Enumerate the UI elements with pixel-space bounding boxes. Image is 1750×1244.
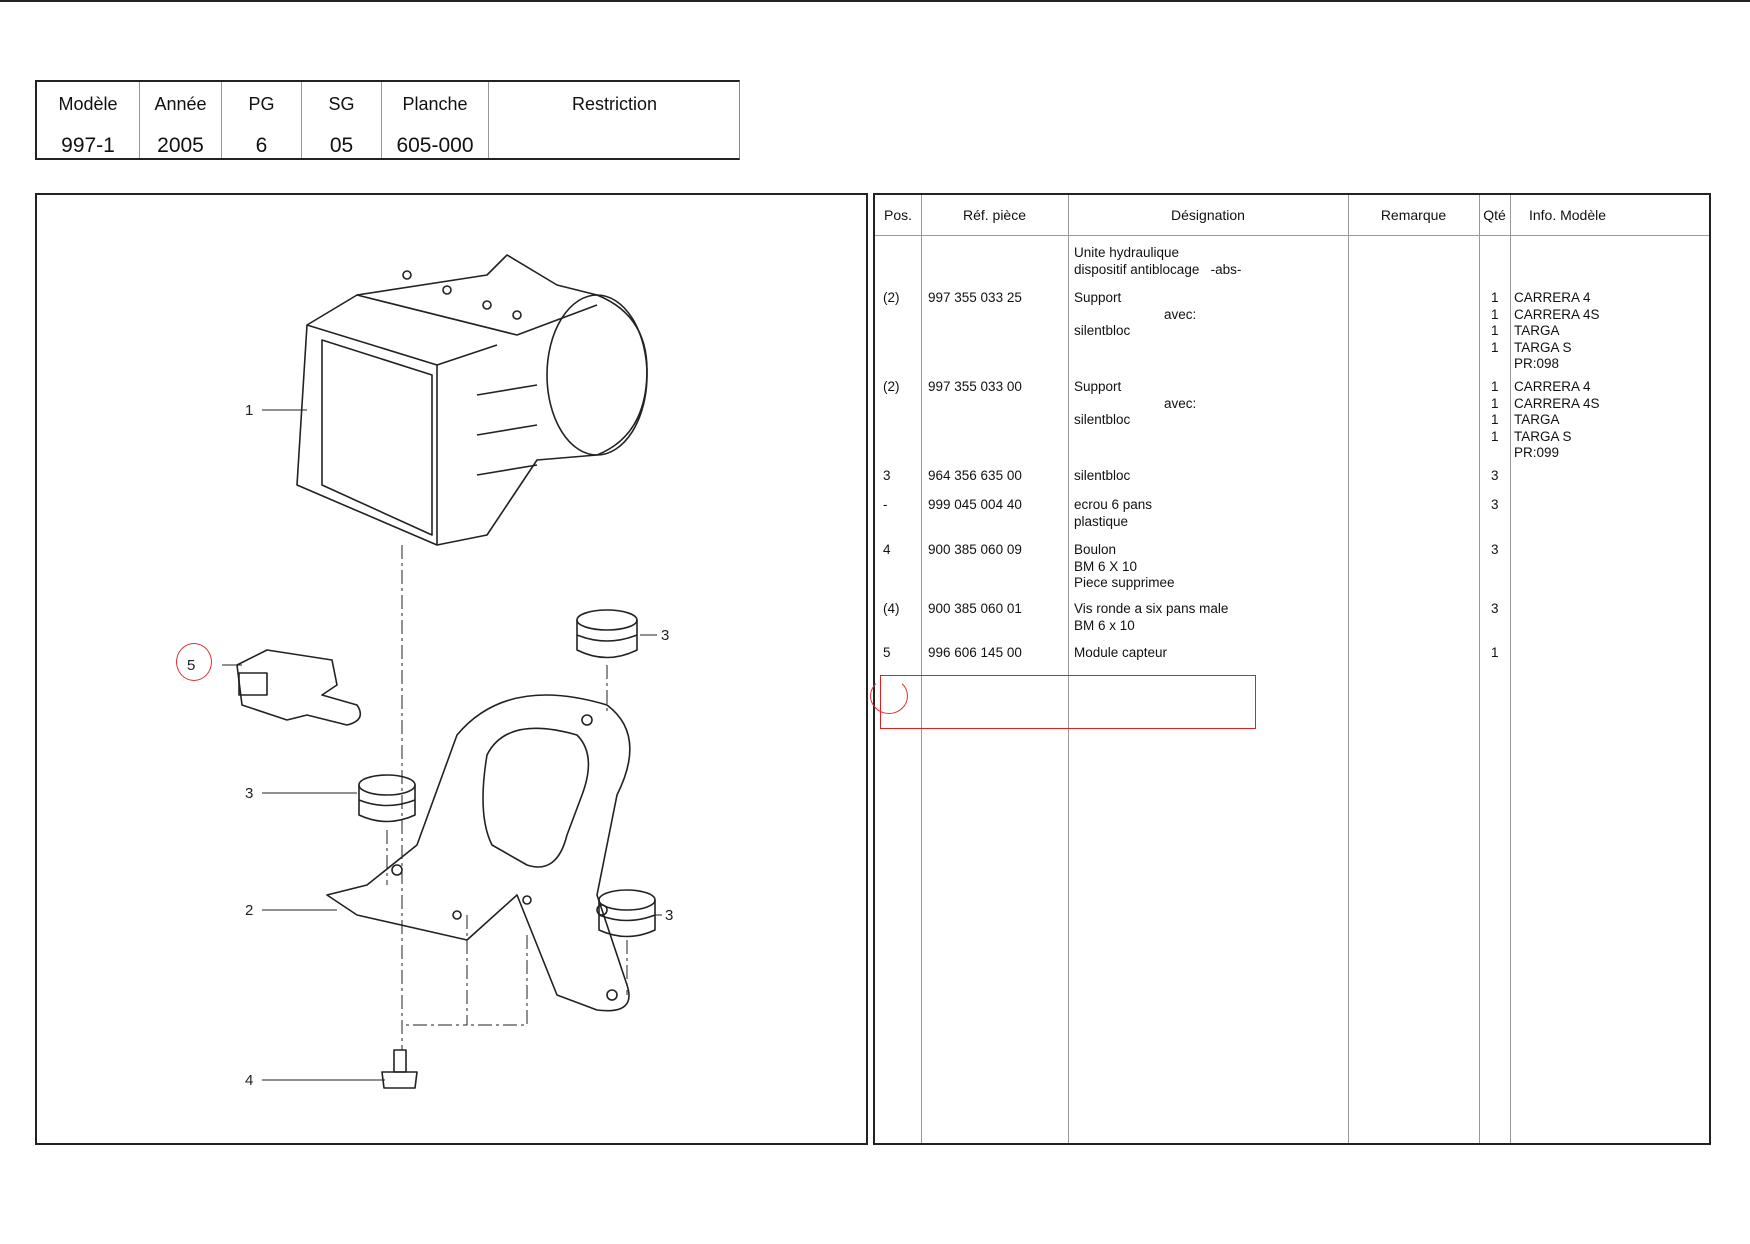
cell-qty: 1 xyxy=(1491,645,1499,660)
column-divider xyxy=(1068,195,1069,1143)
header-value: 05 xyxy=(329,134,354,157)
parts-table: Pos. Réf. pièce Désignation Remarque Qté Info… xyxy=(873,193,1711,1145)
header-divider xyxy=(875,235,1709,236)
abs-hydraulic-unit xyxy=(296,254,648,546)
highlight-box-row-5 xyxy=(880,675,1256,729)
header-col-0: Modèle 997-1 xyxy=(37,82,140,158)
cell-qty: 3 xyxy=(1491,542,1499,557)
header-col-3: SG 05 xyxy=(302,82,382,158)
column-divider xyxy=(1348,195,1349,1143)
scan-top-edge xyxy=(0,0,1750,2)
cell-designation: silentbloc xyxy=(1074,468,1131,483)
callout-3b: 3 xyxy=(245,785,253,802)
silentbloc-left xyxy=(358,774,416,823)
cell-qty: 1 1 1 1 xyxy=(1491,290,1499,355)
column-divider xyxy=(921,195,922,1143)
column-divider xyxy=(1510,195,1511,1143)
header-label: PG xyxy=(248,94,275,114)
exploded-diagram: 1 2 3 3 3 4 5 xyxy=(187,254,673,1089)
sensor-module xyxy=(236,649,362,726)
header-label: Année xyxy=(154,94,207,114)
cell-ref: 900 385 060 09 xyxy=(928,542,1022,557)
cell-ref: 997 355 033 25 xyxy=(928,290,1022,305)
header-value: 6 xyxy=(255,134,268,157)
header-col-4: Planche 605-000 xyxy=(382,82,489,158)
cell-designation: Module capteur xyxy=(1074,645,1168,660)
cell-pos: 5 xyxy=(883,645,891,660)
cell-pos: - xyxy=(883,497,888,512)
header-table: Modèle 997-1 Année 2005 PG 6 SG 05 Planche 605-00… xyxy=(35,80,740,160)
callout-3a: 3 xyxy=(661,627,669,644)
highlight-circle-pos-5 xyxy=(870,678,908,714)
highlight-circle-diagram xyxy=(176,643,212,681)
header-col-1: Année 2005 xyxy=(140,82,222,158)
column-header: Info. Modèle xyxy=(1528,207,1607,223)
cell-info: CARRERA 4 CARRERA 4S TARGA TARGA S PR:09… xyxy=(1514,290,1600,371)
cell-qty: 1 1 1 1 xyxy=(1491,379,1499,444)
cell-designation: ecrou 6 pans plastique xyxy=(1074,497,1153,529)
header-col-2: PG 6 xyxy=(222,82,302,158)
header-value: 605-000 xyxy=(396,134,474,157)
callout-3c: 3 xyxy=(665,907,673,924)
callout-1: 1 xyxy=(245,402,253,419)
cell-designation: Vis ronde a six pans male BM 6 x 10 xyxy=(1074,601,1229,633)
support-bracket xyxy=(326,694,631,1012)
cell-designation: Support avec: silentbloc xyxy=(1074,379,1197,427)
cell-ref: 996 606 145 00 xyxy=(928,645,1022,660)
cell-pos: (2) xyxy=(883,290,900,305)
cell-ref: 997 355 033 00 xyxy=(928,379,1022,394)
column-header: Pos. xyxy=(883,207,912,223)
column-header: Qté xyxy=(1483,207,1506,223)
cell-designation: Support avec: silentbloc xyxy=(1074,290,1197,338)
cell-qty: 3 xyxy=(1491,468,1499,483)
cell-pos: 3 xyxy=(883,468,891,483)
silentbloc-right xyxy=(598,889,656,938)
column-header: Réf. pièce xyxy=(962,207,1027,223)
cell-ref: 964 356 635 00 xyxy=(928,468,1022,483)
cell-ref: 900 385 060 01 xyxy=(928,601,1022,616)
cell-ref: 999 045 004 40 xyxy=(928,497,1022,512)
header-label: Planche xyxy=(402,94,468,114)
callout-4: 4 xyxy=(245,1072,253,1089)
cell-pos: (4) xyxy=(883,601,900,616)
silentbloc-top xyxy=(576,609,638,659)
callout-2: 2 xyxy=(245,902,253,919)
column-header: Désignation xyxy=(1171,207,1245,223)
cell-designation: Boulon BM 6 X 10 Piece supprimee xyxy=(1074,542,1175,590)
header-value: 997-1 xyxy=(61,134,115,157)
cell-pos: (2) xyxy=(883,379,900,394)
exploded-diagram-panel: 1 2 3 3 3 4 5 xyxy=(35,193,868,1145)
cell-info: CARRERA 4 CARRERA 4S TARGA TARGA S PR:09… xyxy=(1514,379,1600,460)
header-col-5: Restriction xyxy=(489,82,740,158)
header-label: Restriction xyxy=(571,94,658,114)
cell-qty: 3 xyxy=(1491,497,1499,512)
bolt xyxy=(381,1049,418,1089)
column-header: Remarque xyxy=(1380,207,1447,223)
cell-pos: 4 xyxy=(883,542,891,557)
header-label: Modèle xyxy=(58,94,118,114)
cell-designation: Unite hydraulique dispositif antiblocage… xyxy=(1074,245,1242,277)
column-divider xyxy=(1479,195,1480,1143)
header-label: SG xyxy=(328,94,355,114)
cell-qty: 3 xyxy=(1491,601,1499,616)
header-value: 2005 xyxy=(157,134,204,157)
